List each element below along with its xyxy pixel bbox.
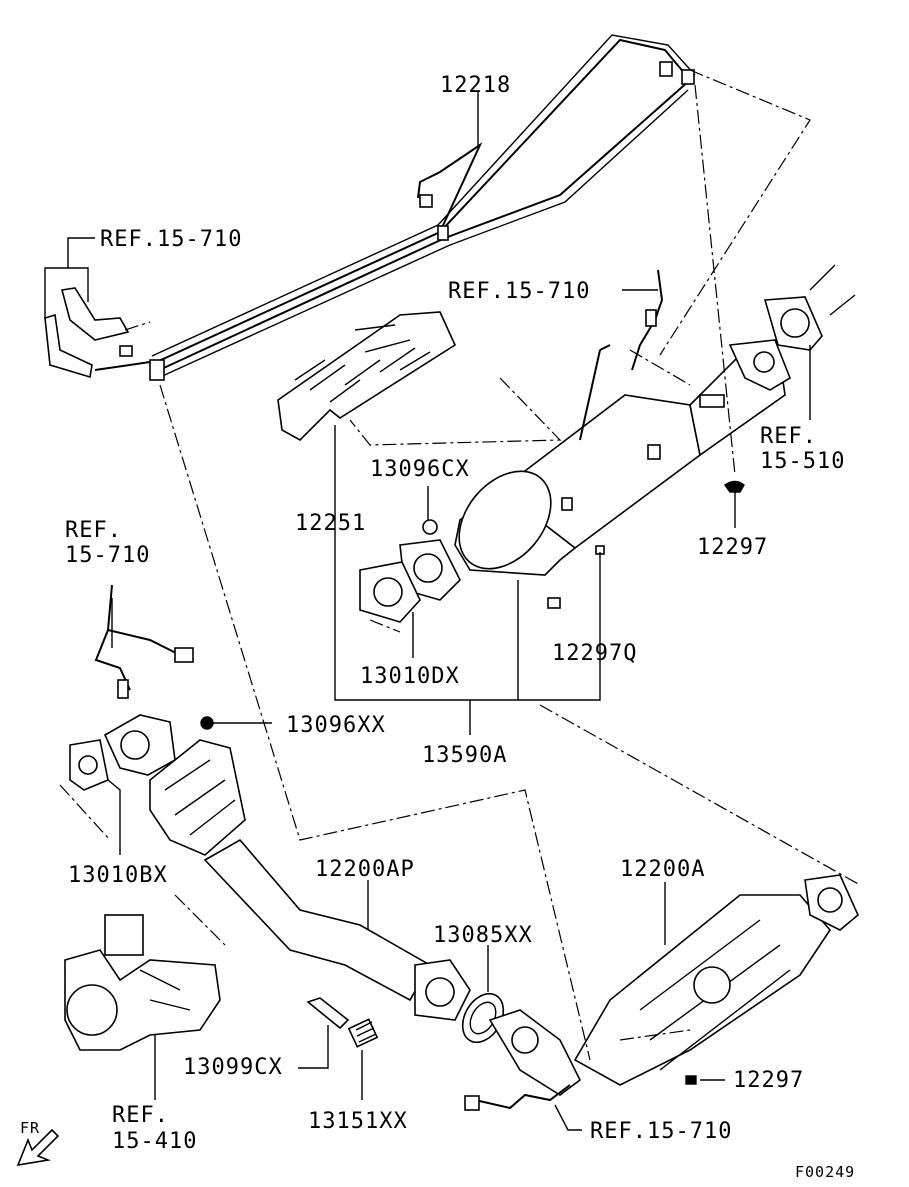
heat-shield-12251	[277, 311, 457, 441]
converter-13590A	[399, 339, 791, 609]
label-ref-15-710-top-left: REF.15-710	[100, 227, 242, 252]
sensor-left	[94, 584, 194, 699]
converter-12200A	[488, 874, 859, 1096]
label-12200A: 12200A	[620, 857, 705, 882]
nut-13096CX	[422, 519, 438, 535]
label-13010BX: 13010BX	[68, 863, 168, 888]
label-ref-15-510-b: 15-510	[760, 449, 845, 474]
gasket-13010DX	[359, 561, 421, 623]
clip-12297-bottom	[685, 1075, 697, 1085]
bolt-13099CX	[306, 997, 350, 1030]
label-13010DX: 13010DX	[360, 664, 460, 689]
label-ref-15-410-b: 15-410	[112, 1129, 197, 1154]
diagram-code: F00249	[795, 1163, 855, 1181]
label-13590A: 13590A	[422, 743, 507, 768]
label-13096XX: 13096XX	[286, 713, 386, 738]
front-arrow-icon	[16, 1128, 60, 1167]
hose-set	[44, 287, 151, 379]
label-ref-15-710-bottom: REF.15-710	[590, 1119, 732, 1144]
label-ref-15-410-a: REF.	[112, 1103, 169, 1128]
sensor-bottom	[464, 1084, 571, 1111]
label-13099CX: 13099CX	[183, 1055, 283, 1080]
label-12297-top: 12297	[697, 535, 768, 560]
turbocharger	[64, 914, 221, 1051]
front-pipe-12200AP	[103, 714, 471, 1021]
label-12297-bottom: 12297	[733, 1068, 804, 1093]
label-ref-15-710-left-a: REF.	[65, 518, 122, 543]
clip-12297-top	[724, 480, 745, 493]
label-ref-15-510-a: REF.	[760, 424, 817, 449]
leader-lines	[44, 92, 811, 1131]
nut-13096XX	[200, 716, 214, 730]
label-13096CX: 13096CX	[370, 457, 470, 482]
label-12200AP: 12200AP	[315, 857, 415, 882]
gasket-15-510	[763, 264, 856, 351]
phantom-lines	[59, 69, 861, 1061]
label-ref-15-710-top: REF.15-710	[448, 279, 590, 304]
label-12218: 12218	[440, 73, 511, 98]
label-fr: FR	[20, 1119, 40, 1137]
sensor-top	[631, 269, 664, 371]
tube-assembly-12218	[149, 34, 696, 381]
spring-13151XX	[347, 1018, 379, 1048]
gasket-13010BX	[69, 739, 109, 791]
label-ref-15-710-left-b: 15-710	[65, 543, 150, 568]
label-13151XX: 13151XX	[308, 1109, 408, 1134]
label-13085XX: 13085XX	[433, 923, 533, 948]
label-12251: 12251	[295, 511, 366, 536]
label-12297Q: 12297Q	[552, 641, 637, 666]
